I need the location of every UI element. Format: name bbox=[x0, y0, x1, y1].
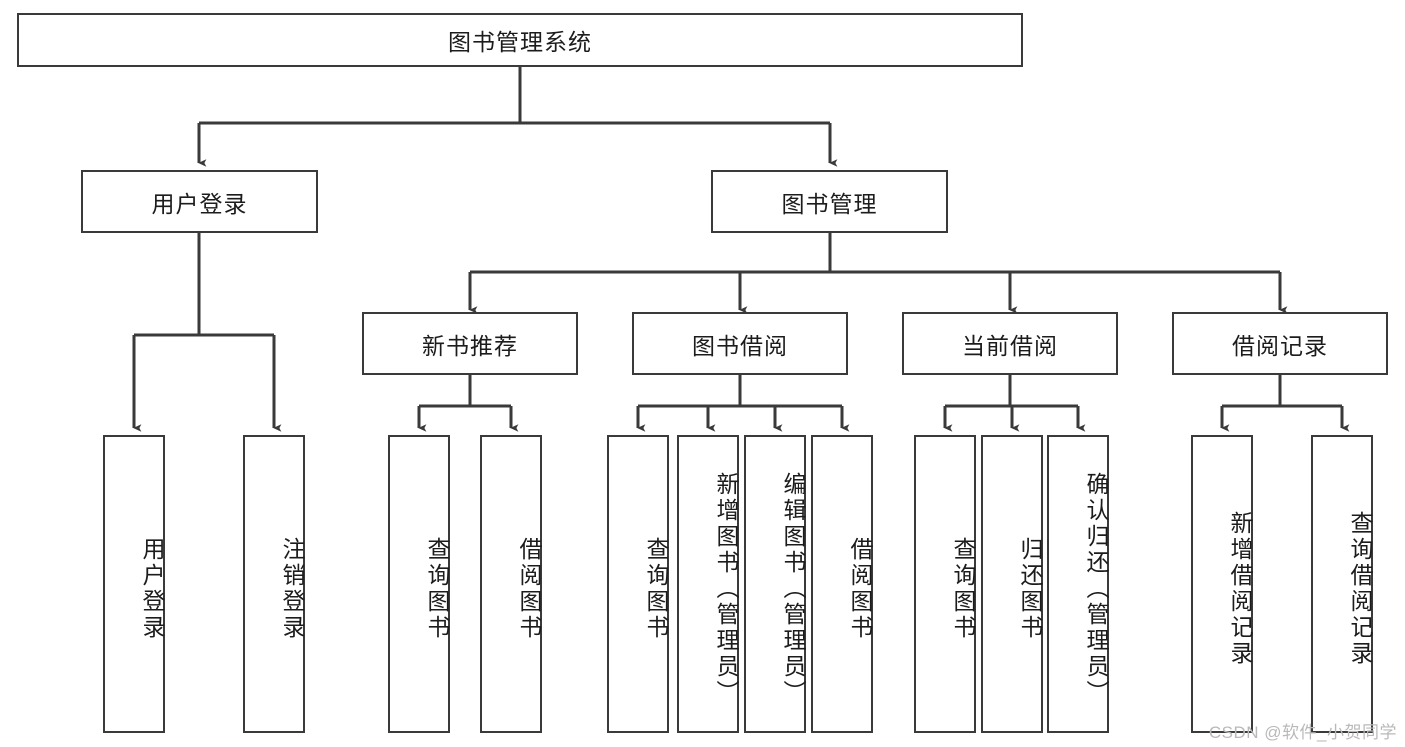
leaf-new-book-borrow[interactable]: 借阅图书 bbox=[480, 435, 542, 733]
leaf-borrow-record-add[interactable]: 新增借阅记录 bbox=[1191, 435, 1253, 733]
leaf-borrow-record-query[interactable]: 查询借阅记录 bbox=[1311, 435, 1373, 733]
node-book-borrow[interactable]: 图书借阅 bbox=[632, 312, 848, 375]
node-user-login[interactable]: 用户登录 bbox=[81, 170, 318, 233]
node-root[interactable]: 图书管理系统 bbox=[17, 13, 1023, 67]
node-new-book-recommend-label: 新书推荐 bbox=[422, 332, 518, 359]
node-borrow-record[interactable]: 借阅记录 bbox=[1172, 312, 1388, 375]
leaf-label: 新增图书（管理员） bbox=[713, 472, 739, 706]
node-book-management-label: 图书管理 bbox=[781, 190, 878, 217]
node-root-label: 图书管理系统 bbox=[448, 29, 592, 55]
leaf-label: 归还图书 bbox=[1017, 537, 1043, 641]
leaf-label: 确认归还（管理员） bbox=[1083, 472, 1109, 706]
leaf-label: 查询图书 bbox=[643, 537, 669, 641]
leaf-current-borrow-query[interactable]: 查询图书 bbox=[914, 435, 976, 733]
leaf-label: 借阅图书 bbox=[516, 537, 542, 641]
leaf-label: 编辑图书（管理员） bbox=[780, 472, 806, 706]
leaf-label: 新增借阅记录 bbox=[1227, 511, 1253, 667]
leaf-new-book-query[interactable]: 查询图书 bbox=[388, 435, 450, 733]
leaf-current-borrow-confirm[interactable]: 确认归还（管理员） bbox=[1047, 435, 1109, 733]
node-current-borrow[interactable]: 当前借阅 bbox=[902, 312, 1118, 375]
leaf-label: 查询图书 bbox=[424, 537, 450, 641]
leaf-user-login-logout[interactable]: 注销登录 bbox=[243, 435, 305, 733]
node-current-borrow-label: 当前借阅 bbox=[962, 332, 1058, 359]
leaf-book-borrow-query[interactable]: 查询图书 bbox=[607, 435, 669, 733]
leaf-book-borrow-add[interactable]: 新增图书（管理员） bbox=[677, 435, 739, 733]
node-book-management[interactable]: 图书管理 bbox=[711, 170, 948, 233]
leaf-current-borrow-return[interactable]: 归还图书 bbox=[981, 435, 1043, 733]
leaf-label: 查询图书 bbox=[950, 537, 976, 641]
leaf-label: 注销登录 bbox=[279, 537, 305, 641]
node-borrow-record-label: 借阅记录 bbox=[1232, 332, 1328, 359]
node-book-borrow-label: 图书借阅 bbox=[692, 332, 788, 359]
leaf-book-borrow-borrow[interactable]: 借阅图书 bbox=[811, 435, 873, 733]
leaf-label: 查询借阅记录 bbox=[1347, 511, 1373, 667]
leaf-label: 用户登录 bbox=[139, 537, 165, 641]
leaf-book-borrow-edit[interactable]: 编辑图书（管理员） bbox=[744, 435, 806, 733]
leaf-label: 借阅图书 bbox=[847, 537, 873, 641]
watermark: CSDN @软件_小贺同学 bbox=[1208, 723, 1397, 742]
node-user-login-label: 用户登录 bbox=[151, 190, 248, 217]
leaf-user-login-login[interactable]: 用户登录 bbox=[103, 435, 165, 733]
node-new-book-recommend[interactable]: 新书推荐 bbox=[362, 312, 578, 375]
